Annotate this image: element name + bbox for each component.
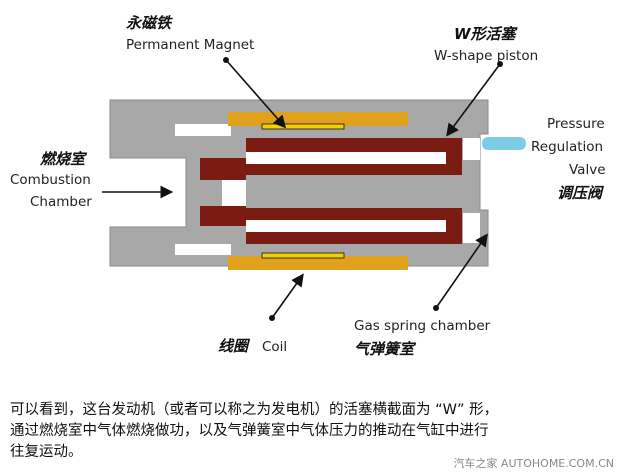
label-permanent-magnet-en: Permanent Magnet (126, 37, 255, 53)
upper-gas-slot (175, 124, 231, 136)
label-combustion-cn: 燃烧室 (40, 150, 86, 168)
caption-line-2: 通过燃烧室中气体燃烧做功，以及气弹簧室中气体压力的推动在气缸中进行 (10, 423, 489, 439)
label-valve-cn: 调压阀 (557, 184, 603, 202)
pointer-magnet (225, 59, 287, 129)
label-valve-en-2: Regulation (531, 139, 604, 155)
magnet-top-inner (261, 123, 345, 130)
pointer-piston-dot (497, 61, 503, 67)
pointer-piston (446, 63, 501, 137)
piston-inner-core (246, 175, 462, 208)
label-gas-spring-cn: 气弹簧室 (354, 340, 415, 358)
magnet-bottom-inner (261, 252, 345, 259)
caption-line-1: 可以看到，这台发动机（或者可以称之为发电机）的活塞横截面为 “W” 形， (10, 402, 499, 418)
label-combustion-en-2: Chamber (30, 194, 92, 210)
magnet-bottom (228, 256, 408, 270)
label-coil-en: Coil (262, 339, 288, 355)
pointer-gas-spring (435, 233, 488, 309)
label-coil-cn: 线圈 (218, 337, 249, 355)
pressure-valve (482, 137, 526, 150)
label-valve-en-1: Pressure (547, 116, 605, 132)
piston-left-tip (222, 180, 246, 206)
pointer-coil (271, 273, 304, 319)
label-combustion-en-1: Combustion (10, 172, 91, 188)
lower-gas-slot (175, 244, 231, 255)
pointer-gas-spring-dot (433, 305, 439, 311)
pointer-coil-dot (269, 315, 275, 321)
label-w-piston-cn: W形活塞 (454, 25, 516, 43)
label-gas-spring-en: Gas spring chamber (354, 318, 491, 334)
caption-line-3: 往复运动。 (10, 444, 83, 460)
pointer-magnet-dot (223, 57, 229, 63)
piston-inner-slot-top (246, 152, 446, 164)
engine-cross-section-diagram (102, 57, 526, 321)
label-permanent-magnet-cn: 永磁铁 (126, 14, 172, 32)
watermark: 汽车之家 AUTOHOME.COM.CN (453, 457, 614, 470)
piston-inner-slot-bottom (246, 220, 446, 232)
label-valve-en-3: Valve (569, 162, 606, 178)
label-w-piston-en: W-shape piston (434, 48, 539, 64)
caption-text: 可以看到，这台发动机（或者可以称之为发电机）的活塞横截面为 “W” 形， 通过燃… (10, 400, 610, 463)
right-upper-gap (463, 138, 480, 160)
right-lower-gap (463, 213, 480, 243)
